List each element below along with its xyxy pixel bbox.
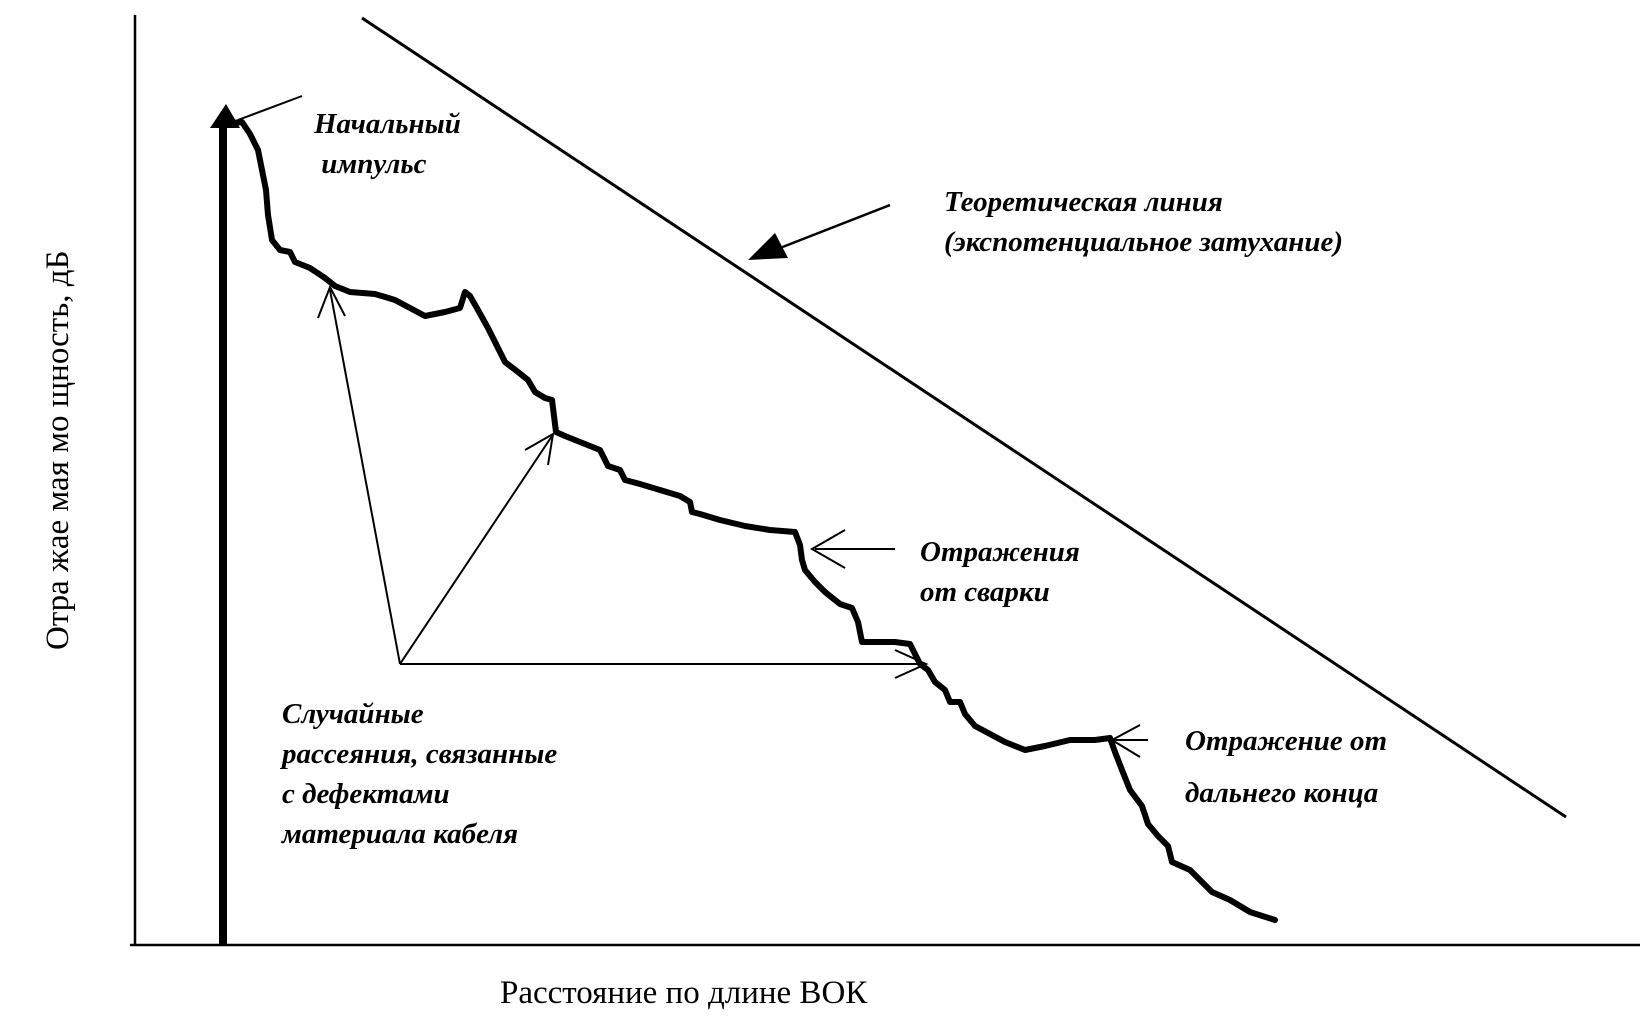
- scattering-pointers: [317, 284, 929, 679]
- theoretical-line-label: Теоретическая линия (экспотенциальное за…: [944, 186, 1344, 258]
- random-scattering-label: Случайные рассеяния, связанные с дефекта…: [282, 698, 558, 850]
- weld-reflection-arrowhead: [809, 529, 846, 569]
- weld-reflections-label: Отражения от сварки: [920, 536, 1080, 608]
- theoretical-line-arrowhead: [748, 233, 788, 260]
- initial-pulse-label: Начальный импульс: [314, 108, 461, 180]
- far-end-reflection-label: Отражение от дальнего конца: [1185, 725, 1388, 809]
- y-axis-label: Отра жае мая мо щность, дБ: [40, 250, 76, 650]
- theoretical-line-pointer: [779, 203, 891, 250]
- theoretical-line: [361, 16, 1567, 819]
- initial-pulse-pointer: [237, 95, 303, 121]
- reflectogram-trace: [220, 119, 1278, 923]
- x-axis-label: Расстояние по длине ВОК: [500, 975, 868, 1011]
- far-end-arrowhead: [1109, 724, 1141, 758]
